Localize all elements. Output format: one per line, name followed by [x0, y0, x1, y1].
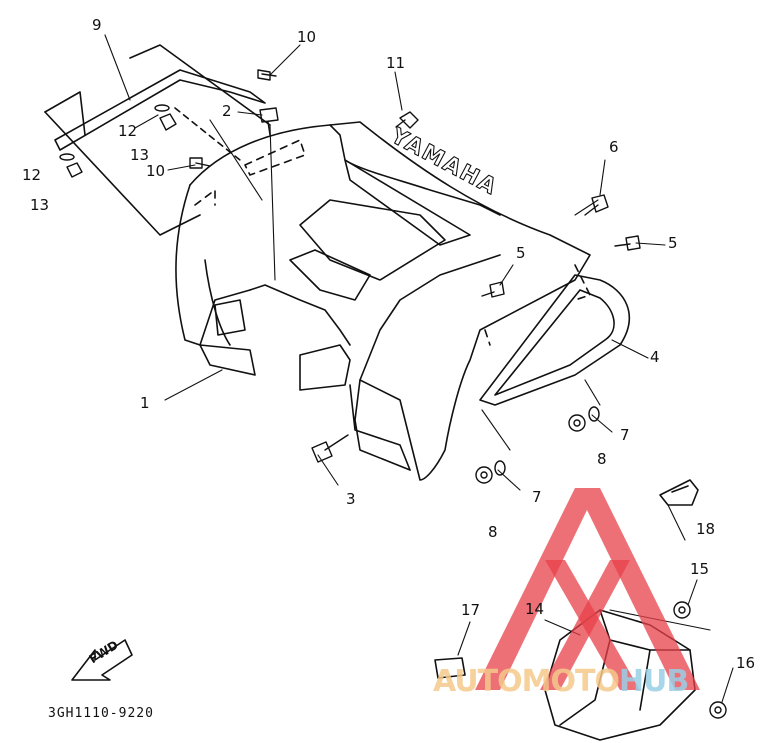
- callout-2: 2: [222, 102, 232, 120]
- leader-lines: [104, 34, 734, 703]
- watermark-text-a: AUTOMOTO: [433, 664, 620, 699]
- rear-flap: [479, 274, 631, 406]
- washer-7-left: [494, 460, 506, 476]
- callout-6: 6: [609, 138, 619, 156]
- watermark-logo: [475, 488, 700, 690]
- washer-12-top: [154, 104, 170, 112]
- callout-12: 12: [118, 122, 138, 140]
- callout-5: 5: [668, 234, 678, 252]
- rear-fender: YAMAHA: [175, 121, 591, 481]
- callout-16: 16: [736, 654, 756, 672]
- callout-11: 11: [386, 54, 406, 72]
- callout-7: 7: [532, 488, 542, 506]
- callout-17: 17: [461, 601, 481, 619]
- nut-15: [673, 601, 691, 619]
- callout-5: 5: [516, 244, 526, 262]
- grab-rail: [44, 44, 271, 236]
- brand-mark-text: YAMAHA: [386, 123, 502, 201]
- washer-7-right: [588, 406, 600, 422]
- callout-12: 12: [22, 166, 42, 184]
- callout-3: 3: [346, 490, 356, 508]
- callout-4: 4: [650, 348, 660, 366]
- bolt-3: [311, 434, 349, 463]
- bolt-10-left: [189, 157, 211, 169]
- nut-8-left: [475, 466, 493, 484]
- bolt-5-right: [614, 235, 641, 251]
- callout-13: 13: [130, 146, 150, 164]
- watermark-text-b: HUB: [618, 664, 689, 699]
- callout-15: 15: [690, 560, 710, 578]
- fwd-arrow-icon: [71, 639, 133, 681]
- bolt-5-mid: [481, 281, 505, 298]
- fasteners: [59, 69, 727, 719]
- clip-18: [659, 479, 699, 506]
- washer-12-left: [59, 153, 75, 161]
- pad-17: [434, 657, 466, 679]
- dashed-guides: [194, 139, 591, 346]
- nut-8-right: [568, 414, 586, 432]
- callout-9: 9: [92, 16, 102, 34]
- bolt-11: [395, 111, 419, 129]
- bolt-10-top: [257, 69, 277, 81]
- bolt-6: [584, 194, 609, 216]
- callout-10: 10: [146, 162, 166, 180]
- drawing-code: 3GH1110-9220: [48, 706, 154, 721]
- callout-7: 7: [620, 426, 630, 444]
- watermark-text: AUTOMOTOHUB: [433, 664, 689, 699]
- nut-16: [709, 701, 727, 719]
- callout-8: 8: [597, 450, 607, 468]
- callout-13: 13: [30, 196, 50, 214]
- callout-1: 1: [140, 394, 150, 412]
- callout-8: 8: [488, 523, 498, 541]
- nut-13-top: [159, 113, 177, 131]
- callout-18: 18: [696, 520, 716, 538]
- nut-13-left: [66, 162, 83, 178]
- callout-14: 14: [525, 600, 545, 618]
- bolt-2: [259, 107, 279, 136]
- callout-10: 10: [297, 28, 317, 46]
